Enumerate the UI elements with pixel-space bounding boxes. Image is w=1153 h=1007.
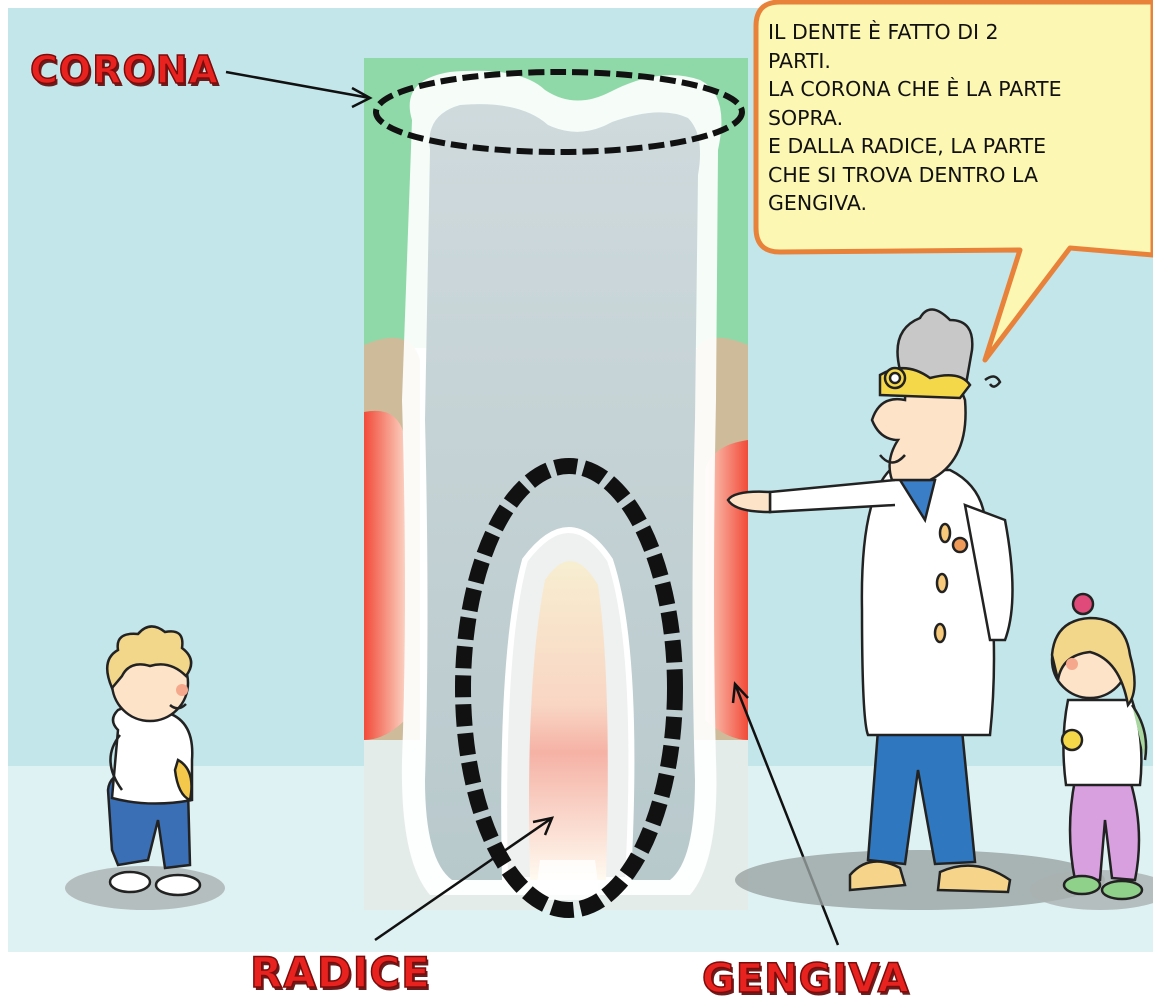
gum-red-left — [364, 411, 405, 740]
label-corona: CORONA — [30, 48, 219, 92]
label-radice: RADICE — [250, 948, 431, 997]
pulp — [529, 561, 608, 880]
speech-bubble-text: IL DENTE È FATTO DI 2 PARTI. LA CORONA C… — [768, 18, 1153, 218]
tooth-illustration — [364, 58, 748, 910]
label-gengiva: GENGIVA — [702, 956, 910, 1002]
